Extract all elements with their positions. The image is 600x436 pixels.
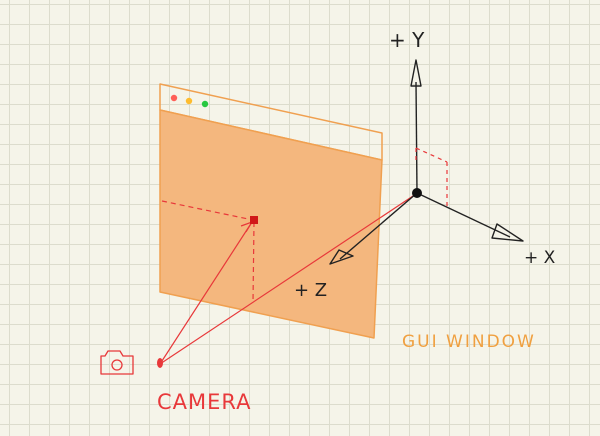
y-axis-arrowhead [410,59,422,87]
z-axis-line [339,192,418,260]
window-body [159,109,383,339]
axis-z-label: + Z [294,280,327,301]
z-axis-arrowhead [329,249,354,265]
ray-to-target [159,221,253,365]
y-axis-line [415,81,418,194]
gui-window [159,83,383,339]
camera-label: CAMERA [157,390,252,414]
ray-to-origin [159,193,417,365]
target-projection-lines [161,200,255,303]
window-maximize-dot [201,100,209,108]
x-axis-arrowhead [491,223,524,242]
camera-point [157,358,163,368]
target-point [250,216,258,224]
axis-x-label: + X [524,248,556,268]
window-close-dot [170,94,178,102]
axis-y-label: + Y [389,28,425,52]
origin-projection-lines [415,147,448,208]
x-axis-line [416,192,511,238]
camera-rays [159,193,417,365]
camera-icon [100,350,134,375]
gui-window-label: GUI WINDOW [402,332,536,352]
origin-point [412,188,422,198]
window-minimize-dot [185,97,193,105]
